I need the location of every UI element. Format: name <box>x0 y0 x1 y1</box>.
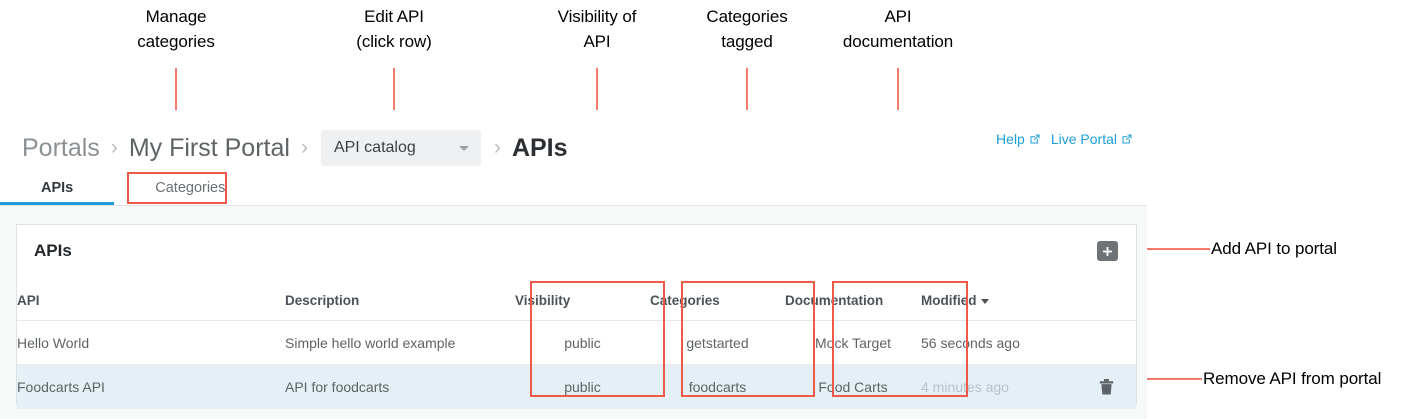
breadcrumb-item-portals[interactable]: Portals <box>22 133 100 162</box>
breadcrumb-item-apis: APIs <box>511 133 568 162</box>
cell-categories: foodcarts <box>650 364 785 409</box>
breadcrumb: Portals › My First Portal › API catalog … <box>22 126 568 170</box>
caret-down-icon <box>980 298 989 304</box>
breadcrumb-separator: › <box>493 136 501 159</box>
callout-line-add-api-to-portal <box>1118 248 1210 250</box>
column-header-description[interactable]: Description <box>285 282 515 321</box>
live-portal-link-label: Live Portal <box>1050 131 1117 147</box>
help-link[interactable]: Help <box>996 131 1041 147</box>
column-header-documentation[interactable]: Documentation <box>785 282 921 321</box>
callout-label-manage-categories: Manage categories <box>137 7 215 51</box>
cell-api: Hello World <box>17 320 285 365</box>
card-title: APIs <box>34 241 72 260</box>
column-header-api[interactable]: API <box>17 282 285 321</box>
tab-categories[interactable]: Categories <box>155 180 225 205</box>
cell-api: Foodcarts API <box>17 364 285 409</box>
page-content-area: APIs API Description Visibi <box>0 205 1147 419</box>
column-header-modified[interactable]: Modified <box>921 282 1136 321</box>
apis-table: API Description Visibility Categories Do… <box>17 282 1136 409</box>
apis-table-body: Hello World Simple hello world example p… <box>17 320 1136 409</box>
cell-categories: getstarted <box>650 320 785 365</box>
cell-modified-text: 56 seconds ago <box>921 334 1020 351</box>
cell-modified-text: 4 minutes ago <box>921 378 1009 395</box>
add-api-button[interactable] <box>1097 241 1118 261</box>
plus-icon <box>1102 246 1113 257</box>
external-link-icon <box>1121 133 1133 145</box>
callout-label-remove-api-from-portal: Remove API from portal <box>1203 369 1382 388</box>
callout-label-add-api-to-portal: Add API to portal <box>1211 239 1337 258</box>
callout-label-visibility-of-api: Visibility of API <box>557 7 637 51</box>
tab-categories-label: Categories <box>155 180 226 196</box>
breadcrumb-bar: Portals › My First Portal › API catalog … <box>0 110 1147 205</box>
breadcrumb-separator: › <box>110 136 118 159</box>
header-links: Help Live Portal <box>996 131 1133 147</box>
column-header-categories[interactable]: Categories <box>650 282 785 321</box>
chevron-down-icon <box>458 145 469 151</box>
cell-description: API for foodcarts <box>285 364 515 409</box>
live-portal-link[interactable]: Live Portal <box>1051 131 1133 147</box>
breadcrumb-catalog-select-value: API catalog <box>333 139 416 156</box>
cell-visibility: public <box>515 320 650 365</box>
trash-icon[interactable] <box>1099 378 1114 395</box>
cell-visibility: public <box>515 364 650 409</box>
column-header-visibility[interactable]: Visibility <box>515 282 650 321</box>
apis-table-head: API Description Visibility Categories Do… <box>17 282 1136 321</box>
table-header-row: API Description Visibility Categories Do… <box>17 282 1136 321</box>
tab-bar: APIs Categories <box>0 172 1147 205</box>
cell-documentation: Mock Target <box>785 320 921 365</box>
cell-description: Simple hello world example <box>285 320 515 365</box>
apis-card: APIs API Description Visibi <box>16 224 1137 409</box>
breadcrumb-item-my-first-portal[interactable]: My First Portal <box>128 133 290 162</box>
portal-app: Portals › My First Portal › API catalog … <box>0 110 1147 419</box>
callout-label-api-documentation: API documentation <box>842 7 954 51</box>
breadcrumb-catalog-select[interactable]: API catalog <box>320 130 481 166</box>
cell-modified: 4 minutes ago <box>921 364 1136 409</box>
external-link-icon <box>1029 133 1041 145</box>
callout-label-edit-api: Edit API (click row) <box>356 7 432 51</box>
breadcrumb-separator: › <box>300 136 308 159</box>
cell-documentation: Food Carts <box>785 364 921 409</box>
help-link-label: Help <box>996 131 1025 147</box>
table-row[interactable]: Foodcarts API API for foodcarts public f… <box>17 364 1136 409</box>
cell-modified: 56 seconds ago <box>921 320 1136 365</box>
tab-apis-label: APIs <box>41 180 74 196</box>
callout-line-remove-api-from-portal <box>1114 378 1202 380</box>
tab-apis[interactable]: APIs <box>0 180 115 205</box>
table-row[interactable]: Hello World Simple hello world example p… <box>17 320 1136 365</box>
callout-label-categories-tagged: Categories tagged <box>706 7 788 51</box>
column-header-modified-label: Modified <box>921 293 977 308</box>
